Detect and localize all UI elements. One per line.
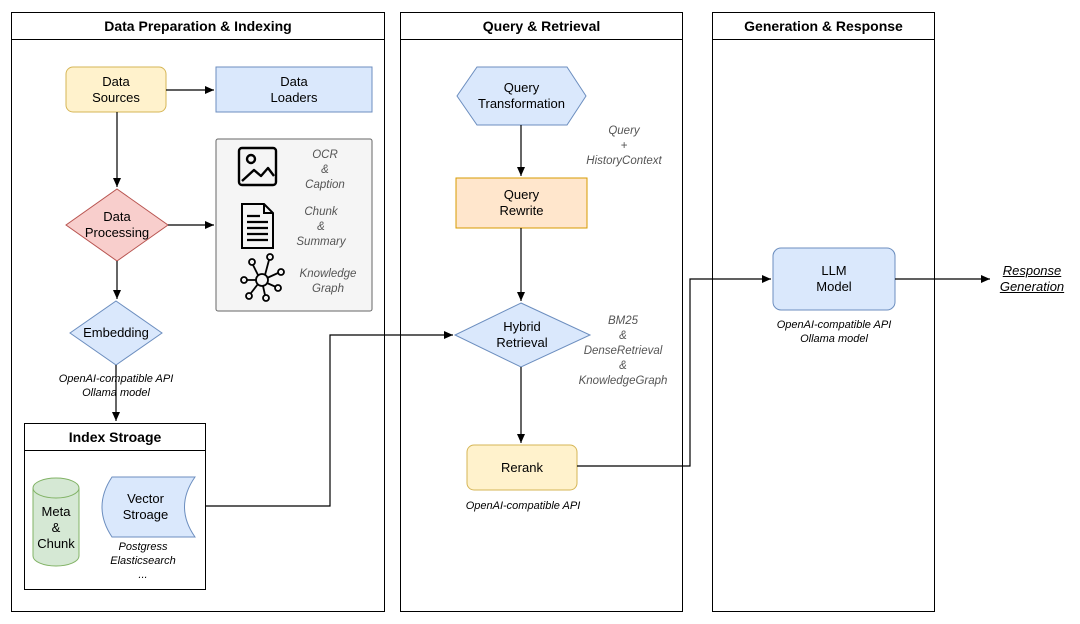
retrieval-methods-note: BM25 & DenseRetrieval & KnowledgeGraph — [578, 315, 668, 387]
lane-generation-response: Generation & Response — [712, 12, 935, 612]
embedding-node[interactable] — [69, 300, 163, 366]
ocr-caption-text: OCR & Caption — [305, 149, 345, 191]
lane-data-preparation: Data Preparation & Indexing — [11, 12, 385, 612]
knowledge-graph-icon — [240, 253, 285, 302]
query-rewrite-node[interactable] — [455, 177, 588, 229]
data-sources-node[interactable] — [65, 66, 167, 113]
chunk-summary-text: Chunk & Summary — [296, 206, 346, 248]
vector-backends-note: Postgress Elasticsearch ... — [110, 541, 176, 581]
index-storage-title: Index Stroage — [25, 424, 205, 451]
edge-vector-to-hybrid — [206, 331, 453, 507]
llm-model-node[interactable] — [772, 247, 896, 311]
edge-rerank-to-llm — [577, 275, 771, 467]
knowledge-graph-text: Knowledge Graph — [299, 268, 357, 295]
lane-title-generation-response: Generation & Response — [713, 13, 934, 40]
image-icon — [237, 146, 278, 187]
rerank-node[interactable] — [466, 444, 578, 491]
data-loaders-node[interactable] — [215, 66, 373, 113]
llm-api-note: OpenAI-compatible API Ollama model — [776, 319, 892, 345]
query-transformation-node[interactable] — [456, 66, 587, 126]
document-icon — [241, 203, 274, 249]
index-storage-container: Index Stroage — [24, 423, 206, 590]
query-context-note: Query + HistoryContext — [586, 125, 662, 167]
lane-query-retrieval: Query & Retrieval — [400, 12, 683, 612]
embedding-api-note: OpenAI-compatible API Ollama model — [58, 373, 174, 399]
vector-storage-node[interactable] — [101, 476, 196, 538]
data-processing-node[interactable] — [65, 188, 169, 262]
lane-title-query-retrieval: Query & Retrieval — [401, 13, 682, 40]
rerank-api-note: OpenAI-compatible API — [465, 500, 581, 512]
meta-chunk-cylinder[interactable] — [32, 477, 80, 567]
lane-title-data-preparation: Data Preparation & Indexing — [12, 13, 384, 40]
